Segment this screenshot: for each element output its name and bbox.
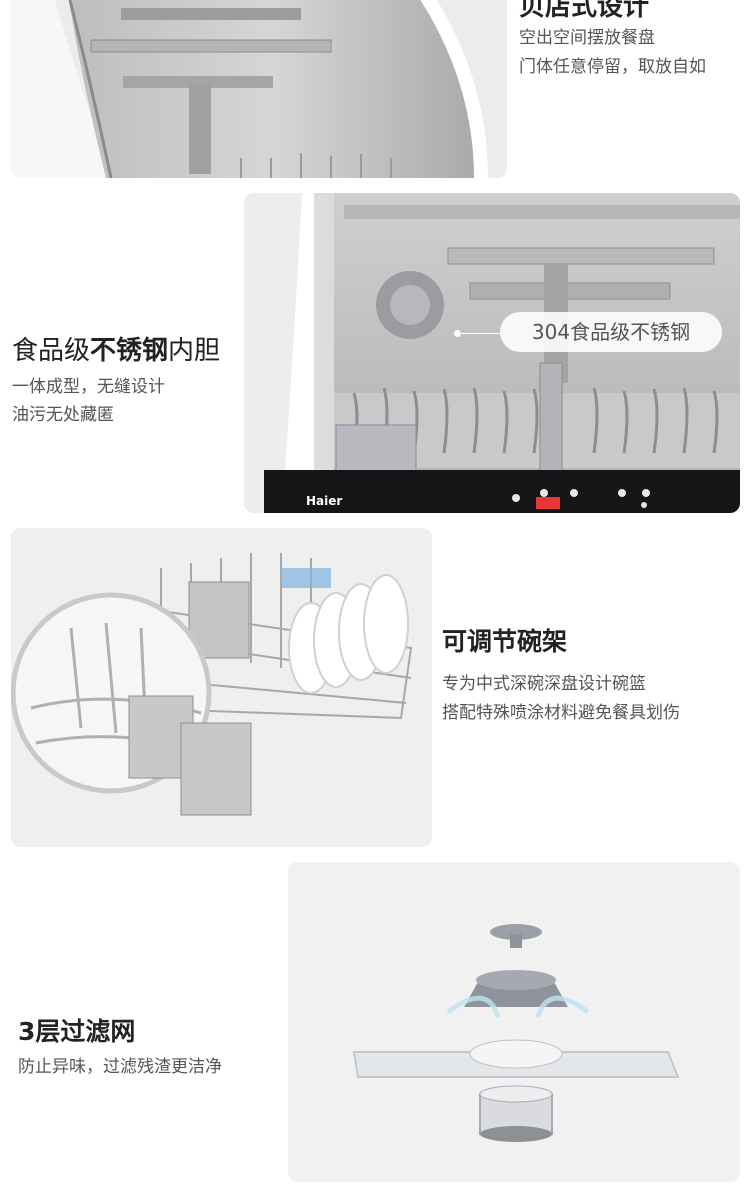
filter-product-image (288, 862, 740, 1182)
section4-title: 3层过滤网 (18, 1017, 136, 1046)
brand-logo-text: Haier (306, 494, 343, 508)
stainless-steel-callout: 304食品级不锈钢 (500, 312, 722, 352)
dish-rack-product-image (11, 528, 432, 847)
section1-line1: 空出空间摆放餐盘 (519, 28, 655, 48)
open-door-product-image (11, 0, 507, 178)
section2-title: 食品级不锈钢内胆 (12, 330, 220, 367)
callout-dot (454, 330, 461, 337)
section3-line2: 搭配特殊喷涂材料避免餐具划伤 (442, 703, 680, 723)
callout-line (458, 333, 500, 334)
section3-line1: 专为中式深碗深盘设计碗篮 (442, 674, 646, 694)
dish-rack-illustration (11, 528, 432, 847)
section1-title: 贝店式设计 (519, 0, 650, 22)
section1-line2: 门体任意停留，取放自如 (519, 57, 706, 77)
section2-line1: 一体成型，无缝设计 (12, 377, 165, 397)
filter-illustration (288, 862, 740, 1182)
section2-line2: 油污无处藏匿 (12, 405, 114, 425)
stainless-liner-illustration (244, 193, 740, 513)
section2-title-pre: 食品级 (12, 336, 91, 366)
section2-title-post: 内胆 (168, 336, 221, 366)
stainless-liner-product-image (244, 193, 740, 513)
section3-title: 可调节碗架 (442, 627, 568, 656)
section4-line1: 防止异味，过滤残渣更洁净 (18, 1057, 222, 1077)
open-door-illustration (11, 0, 507, 178)
section2-title-bold: 不锈钢 (90, 336, 169, 366)
